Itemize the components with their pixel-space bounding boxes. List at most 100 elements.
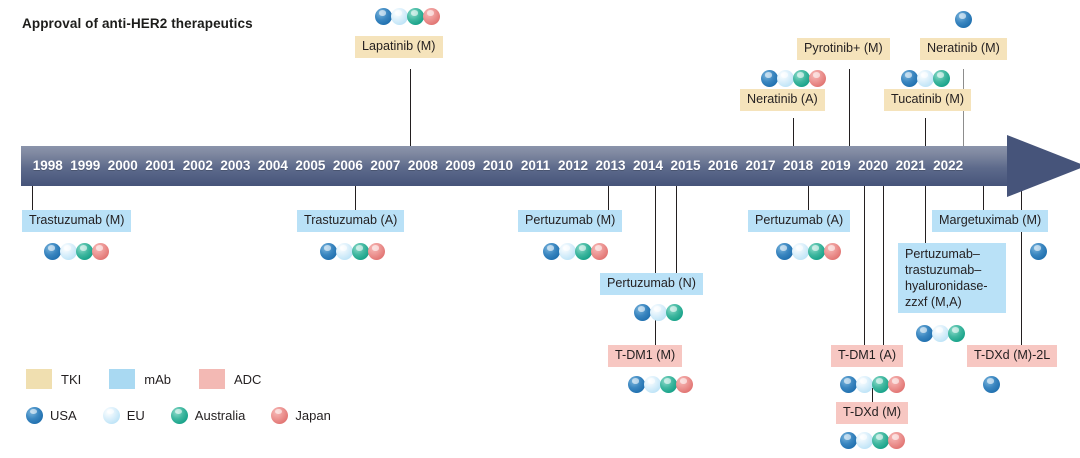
dots-trastuzumab-m xyxy=(44,243,109,260)
event-label-lapatinib[interactable]: Lapatinib (M) xyxy=(355,36,443,58)
axis-year-2019: 2019 xyxy=(820,158,851,173)
legend-swatch-tki xyxy=(26,369,52,389)
event-label-pertuzumab-m[interactable]: Pertuzumab (M) xyxy=(518,210,623,232)
axis-year-2010: 2010 xyxy=(482,158,513,173)
legend-label-tki: TKI xyxy=(61,371,82,387)
legend-regions: USA EU Australia Japan xyxy=(26,400,446,430)
dot-jp xyxy=(368,243,385,260)
dot-au xyxy=(76,243,93,260)
connector-pertuzumab-n xyxy=(655,186,656,273)
dot-au xyxy=(933,70,950,87)
dot-au xyxy=(352,243,369,260)
axis-year-2009: 2009 xyxy=(445,158,476,173)
dot-usa xyxy=(634,304,651,321)
connector-tdxd-m-lower xyxy=(872,388,873,402)
connector-pyrotinib xyxy=(849,69,850,146)
dot-usa xyxy=(761,70,778,87)
dot-jp xyxy=(423,8,440,25)
dots-lapatinib xyxy=(375,8,440,25)
dot-eu xyxy=(644,376,661,393)
legend-item-au: Australia xyxy=(170,406,245,424)
dots-pertuzumab-a xyxy=(776,243,841,260)
axis-year-2018: 2018 xyxy=(783,158,814,173)
event-label-trastuzumab-m[interactable]: Trastuzumab (M) xyxy=(22,210,132,232)
dot-usa xyxy=(26,406,43,424)
dots-pertuzumab-trastuzumab-hyaluronidase xyxy=(916,325,965,342)
legend-item-eu: EU xyxy=(102,406,145,424)
dot-au xyxy=(793,70,810,87)
legend-label-mab: mAb xyxy=(144,371,171,387)
dot-eu xyxy=(650,304,667,321)
dot-eu xyxy=(856,432,873,449)
axis-year-2004: 2004 xyxy=(257,158,288,173)
connector-trastuzumab-a xyxy=(355,186,356,210)
event-label-tdm1-m[interactable]: T-DM1 (M) xyxy=(608,345,683,367)
event-label-pertuzumab-a[interactable]: Pertuzumab (A) xyxy=(748,210,851,232)
dots-pertuzumab-m xyxy=(543,243,608,260)
connector-pthz xyxy=(925,186,926,243)
dot-eu xyxy=(559,243,576,260)
dot-jp xyxy=(271,406,289,424)
legend-item-tki: TKI xyxy=(26,369,109,389)
axis-year-2008: 2008 xyxy=(407,158,438,173)
connector-tdxd-2l xyxy=(1021,186,1022,345)
legend-label-jp: Japan xyxy=(295,407,331,423)
dot-eu xyxy=(102,406,120,424)
event-label-neratinib-a[interactable]: Neratinib (A) xyxy=(740,89,825,111)
event-label-pyrotinib[interactable]: Pyrotinib+ (M) xyxy=(797,38,890,60)
axis-year-2002: 2002 xyxy=(182,158,213,173)
connector-lapatinib xyxy=(410,69,411,146)
dot-eu xyxy=(777,70,794,87)
axis-year-2015: 2015 xyxy=(670,158,701,173)
legend-item-usa: USA xyxy=(26,406,77,424)
event-label-tucatinib[interactable]: Tucatinib (M) xyxy=(884,89,972,111)
dots-trastuzumab-a xyxy=(320,243,385,260)
dot-usa xyxy=(901,70,918,87)
dot-au xyxy=(660,376,677,393)
axis-year-2011: 2011 xyxy=(520,158,551,173)
dots-pertuzumab-n xyxy=(634,304,683,321)
dot-jp xyxy=(676,376,693,393)
dot-au xyxy=(872,432,889,449)
axis-year-1999: 1999 xyxy=(70,158,101,173)
event-label-tdm1-a[interactable]: T-DM1 (A) xyxy=(831,345,904,367)
axis-year-2006: 2006 xyxy=(332,158,363,173)
dot-au xyxy=(872,376,889,393)
dot-au xyxy=(666,304,683,321)
dots-tdm1-a xyxy=(840,376,905,393)
axis-year-2013: 2013 xyxy=(595,158,626,173)
axis-year-2012: 2012 xyxy=(557,158,588,173)
dot-usa xyxy=(955,11,972,28)
dot-usa xyxy=(916,325,933,342)
legend-label-eu: EU xyxy=(126,407,145,423)
dot-usa xyxy=(840,432,857,449)
dot-jp xyxy=(888,376,905,393)
legend-swatch-adc xyxy=(198,369,225,389)
dots-neratinib-a xyxy=(761,70,826,87)
event-label-pertuzumab-trastuzumab-hyaluronidase[interactable]: Pertuzumab–trastuzumab–hyaluronidase-zzx… xyxy=(898,243,1006,313)
dot-eu xyxy=(856,376,873,393)
event-label-tdxd-2l[interactable]: T-DXd (M)-2L xyxy=(967,345,1058,367)
legend-item-adc: ADC xyxy=(198,369,289,389)
dot-usa xyxy=(983,376,1000,393)
axis-year-2016: 2016 xyxy=(708,158,739,173)
dot-usa xyxy=(543,243,560,260)
event-label-trastuzumab-a[interactable]: Trastuzumab (A) xyxy=(297,210,405,232)
axis-year-2014: 2014 xyxy=(632,158,664,173)
axis-year-1998: 1998 xyxy=(32,158,63,173)
axis-year-2000: 2000 xyxy=(107,158,138,173)
event-label-margetuximab[interactable]: Margetuximab (M) xyxy=(932,210,1049,232)
dot-eu xyxy=(917,70,934,87)
page-title: Approval of anti-HER2 therapeutics xyxy=(22,16,253,31)
dots-margetuximab xyxy=(1030,243,1047,260)
dot-eu xyxy=(60,243,77,260)
connector-margetuximab xyxy=(983,186,984,210)
legend-label-adc: ADC xyxy=(233,371,262,387)
dot-usa xyxy=(1030,243,1047,260)
dot-jp xyxy=(888,432,905,449)
event-label-tdxd-m[interactable]: T-DXd (M) xyxy=(836,402,909,424)
event-label-pertuzumab-n[interactable]: Pertuzumab (N) xyxy=(600,273,703,295)
event-label-neratinib-m[interactable]: Neratinib (M) xyxy=(920,38,1007,60)
